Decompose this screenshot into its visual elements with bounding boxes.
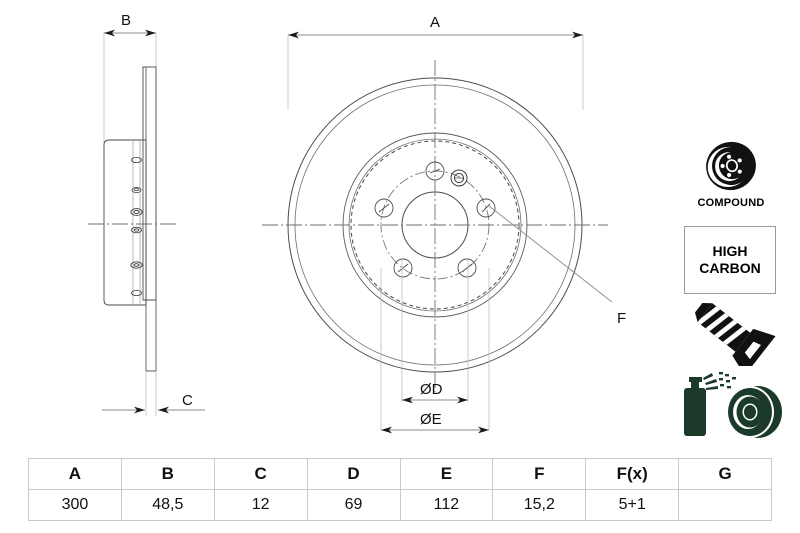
- side-view: [88, 29, 205, 416]
- disc-outer-plate: [142, 66, 157, 301]
- high-carbon-line-2: CARBON: [699, 260, 761, 276]
- table-value-cell: 12: [213, 489, 308, 521]
- disc-blade: [145, 66, 157, 372]
- compound-label: COMPOUND: [697, 197, 765, 209]
- compound-badge: COMPOUND: [674, 136, 788, 209]
- bolt-hole: [457, 258, 477, 278]
- dimension-a: [287, 31, 584, 110]
- dimension-label-f: F: [617, 310, 627, 327]
- table-header-cell: F(x): [585, 458, 680, 490]
- dimension-table: A B C D E F F(x) G 300 48,5 12 69 112 15…: [28, 458, 772, 521]
- table-value-row: 300 48,5 12 69 112 15,2 5+1: [28, 489, 772, 521]
- high-carbon-badge: HIGH CARBON: [684, 226, 776, 294]
- brake-disc-icon: [674, 136, 788, 196]
- table-value-cell: [678, 489, 772, 521]
- dimension-label-e: ØE: [420, 411, 442, 428]
- dimension-b: [103, 29, 157, 160]
- dimension-c: [102, 371, 205, 416]
- table-header-row: A B C D E F F(x) G: [28, 458, 772, 490]
- table-header-cell: A: [28, 458, 122, 490]
- high-carbon-line-1: HIGH: [712, 243, 748, 259]
- table-value-cell: 112: [399, 489, 494, 521]
- dimension-label-b: B: [121, 12, 132, 29]
- table-header-cell: E: [399, 458, 494, 490]
- spray-can-and-disc-icon: [672, 368, 790, 442]
- bolt-hole: [476, 198, 496, 218]
- dimension-label-d: ØD: [420, 381, 443, 398]
- bolt-hole: [374, 198, 394, 218]
- table-header-cell: D: [306, 458, 401, 490]
- table-value-cell: 300: [28, 489, 122, 521]
- disc-hub-body: [103, 139, 147, 306]
- locating-pin-hole: [450, 169, 468, 187]
- projection-lines: [380, 258, 490, 430]
- front-view: [262, 31, 613, 434]
- countersunk-screw-icon: [676, 300, 786, 376]
- table-value-cell: 69: [306, 489, 401, 521]
- table-header-cell: C: [213, 458, 308, 490]
- table-value-cell: 5+1: [585, 489, 680, 521]
- table-header-cell: B: [120, 458, 215, 490]
- table-header-cell: F: [492, 458, 587, 490]
- table-value-cell: 15,2: [492, 489, 587, 521]
- dimension-label-c: C: [182, 392, 193, 409]
- side-bolt-holes: [130, 156, 143, 296]
- table-value-cell: 48,5: [120, 489, 215, 521]
- bolt-hole: [393, 258, 413, 278]
- feature-badges: COMPOUND HIGH CARBON: [668, 136, 794, 446]
- leader-line-f: [488, 205, 613, 303]
- dimension-label-a: A: [430, 14, 441, 31]
- table-header-cell: G: [678, 458, 772, 490]
